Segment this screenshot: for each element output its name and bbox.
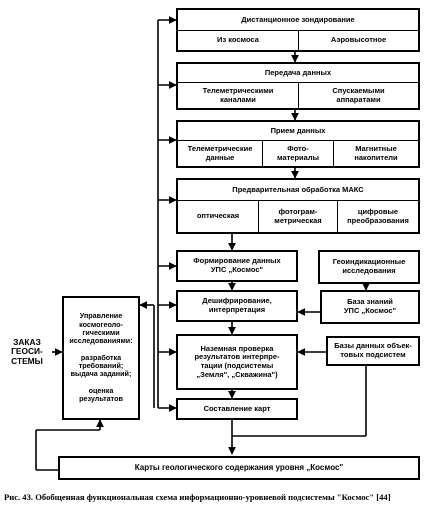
data-reception-block: Прием данных Телеметрические данные Фото…: [176, 120, 420, 168]
remote-sensing-title: Дистанционное зондирование: [241, 14, 355, 24]
data-reception-magnetic: Магнитные накопители: [354, 143, 398, 162]
geological-maps-box: Карты геологического содержания уровня „…: [58, 456, 420, 480]
order-label: ЗАКАЗ ГЕОСИ- СТЕМЫ: [11, 336, 43, 366]
data-transfer-title: Передача данных: [264, 67, 332, 77]
remote-sensing-block: Дистанционное зондирование Из космоса Аэ…: [176, 8, 420, 52]
data-transfer-block: Передача данных Телеметрическими каналам…: [176, 62, 420, 110]
management-box: Управление космогеоло- гическими исследо…: [62, 296, 140, 420]
data-reception-photo: Фото- материалы: [277, 143, 319, 162]
data-transfer-capsules: Спускаемыми аппаратами: [332, 85, 385, 104]
interpretation-box: Дешифрирование, интерпретация: [176, 290, 298, 322]
data-reception-telemetry: Телеметрические данные: [187, 143, 253, 162]
mapping-box: Составление карт: [176, 398, 298, 420]
preprocessing-photogrammetric: фотограм- метрическая: [274, 206, 322, 225]
data-formation-box: Формирование данных УПС „Космос": [176, 250, 298, 282]
knowledge-base-box: База знаний УПС „Космос": [320, 290, 420, 324]
preprocessing-digital: цифровые преобразования: [347, 206, 409, 225]
remote-sensing-space: Из космоса: [217, 35, 259, 45]
figure-caption: Рис. 43. Обобщенная функциональная схема…: [4, 492, 391, 502]
data-reception-title: Прием данных: [270, 125, 326, 135]
remote-sensing-aerial: Аэровысотное: [330, 35, 387, 45]
ground-check-box: Наземная проверка результатов интерпре- …: [176, 334, 298, 390]
preprocessing-title: Предварительная обработка МАКС: [232, 184, 364, 194]
object-databases-box: Базы данных объек- товых подсистем: [326, 336, 420, 366]
preprocessing-optical: оптическая: [196, 211, 240, 221]
preprocessing-block: Предварительная обработка МАКС оптическа…: [176, 178, 420, 234]
geoindication-box: Геоиндикационные исследования: [318, 250, 420, 284]
data-transfer-telemetry: Телеметрическими каналами: [202, 85, 274, 104]
